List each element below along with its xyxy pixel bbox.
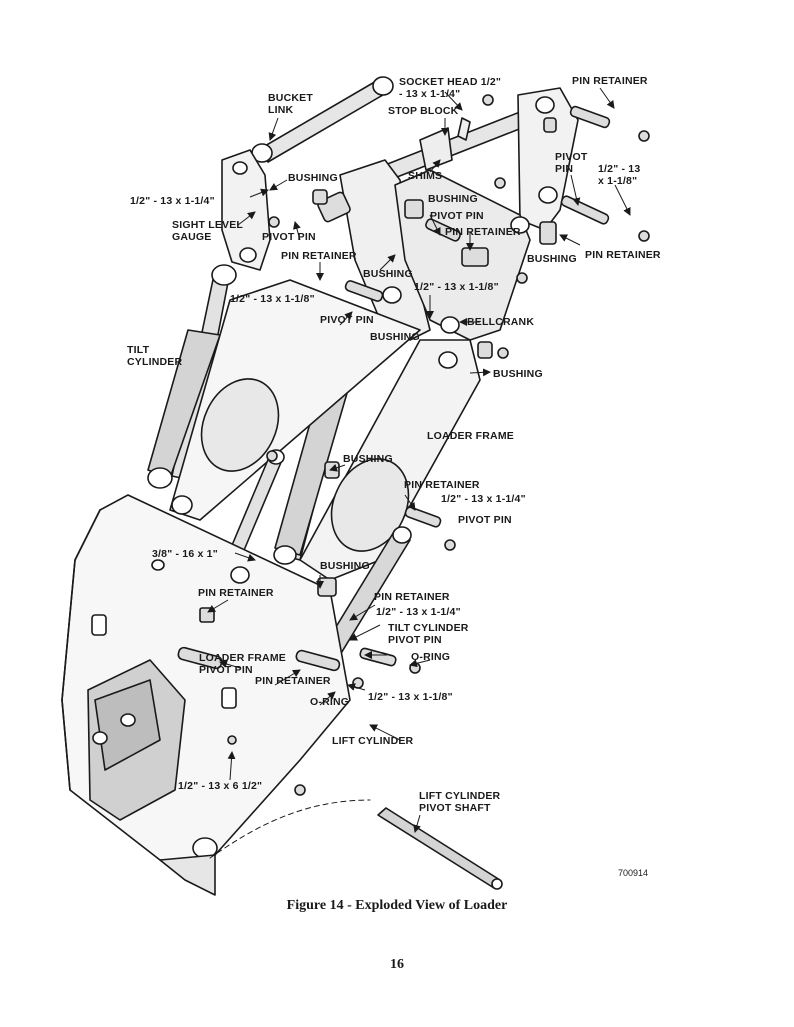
label-pin-retainer-g: PIN RETAINER — [198, 587, 274, 599]
label-pin-retainer-right: PIN RETAINER — [585, 249, 661, 261]
label-pin-retainer-top: PIN RETAINER — [572, 75, 648, 87]
label-oring-1: O-RING — [411, 651, 451, 663]
label-pin-retainer-left: PIN RETAINER — [281, 250, 357, 262]
label-bolt-38: 3/8" - 16 x 1" — [152, 548, 218, 560]
upper-link-right — [384, 87, 579, 231]
label-bolt-114-h: 1/2" - 13 x 1-1/4" — [376, 606, 461, 618]
bucket-mount-plate-left — [221, 149, 271, 271]
label-bushing-e: BUSHING — [493, 368, 543, 380]
label-shims: SHIMS — [408, 170, 443, 182]
label-pin-retainer-f: PIN RETAINER — [404, 479, 480, 491]
stop-block-shims — [419, 117, 471, 171]
label-bushing-d: BUSHING — [370, 331, 420, 343]
label-pivot-pin-c: PIVOT PIN — [320, 314, 374, 326]
label-pivot-pin-f: PIVOT PIN — [458, 514, 512, 526]
lower-pins — [177, 450, 456, 796]
lift-cylinder-pivot-shaft — [377, 807, 503, 890]
label-bolt-114-f: 1/2" - 13 x 1-1/4" — [441, 493, 526, 505]
label-stop-block: STOP BLOCK — [388, 105, 459, 117]
label-bushing-f: BUSHING — [343, 453, 393, 465]
label-oring-2: O-RING — [310, 696, 350, 708]
label-pin-retainer-i: PIN RETAINER — [255, 675, 331, 687]
label-bolt-612: 1/2" - 13 x 6 1/2" — [178, 780, 263, 792]
label-bolt-118-mid: 1/2" - 13 x 1-1/8" — [414, 281, 499, 293]
label-bellcrank: BELLCRANK — [467, 316, 535, 328]
main-frame-body — [61, 494, 351, 896]
page-number: 16 — [390, 957, 404, 972]
figure-id: 700914 — [618, 868, 649, 878]
label-pin-retainer-h: PIN RETAINER — [374, 591, 450, 603]
label-pivot-pin-left: PIVOT PIN — [262, 231, 316, 243]
leader-arrows — [207, 87, 631, 833]
figure-caption: Figure 14 - Exploded View of Loader — [286, 898, 508, 913]
label-socket-head: SOCKET HEAD 1/2"- 13 x 1-1/4" — [399, 76, 502, 100]
label-lift-cylinder: LIFT CYLINDER — [332, 735, 414, 747]
label-bolt-left: 1/2" - 13 x 1-1/4" — [130, 195, 215, 207]
label-bushing-right: BUSHING — [527, 253, 577, 265]
label-bushing-g: BUSHING — [320, 560, 370, 572]
label-bushing-left: BUSHING — [288, 172, 338, 184]
label-pin-retainer-mid: PIN RETAINER — [445, 226, 521, 238]
label-bushing-mid: BUSHING — [428, 193, 478, 205]
bucket-link — [251, 76, 394, 163]
loader-frame-arms — [169, 279, 481, 581]
label-bolt-118-i: 1/2" - 13 x 1-1/8" — [368, 691, 453, 703]
label-bushing-c: BUSHING — [363, 268, 413, 280]
assembly-centerline — [209, 799, 371, 859]
label-pivot-pin-mid: PIVOT PIN — [430, 210, 484, 222]
label-bolt-118-left: 1/2" - 13 x 1-1/8" — [230, 293, 315, 305]
label-loader-frame: LOADER FRAME — [427, 430, 514, 442]
tilt-cylinder-left — [147, 264, 237, 489]
